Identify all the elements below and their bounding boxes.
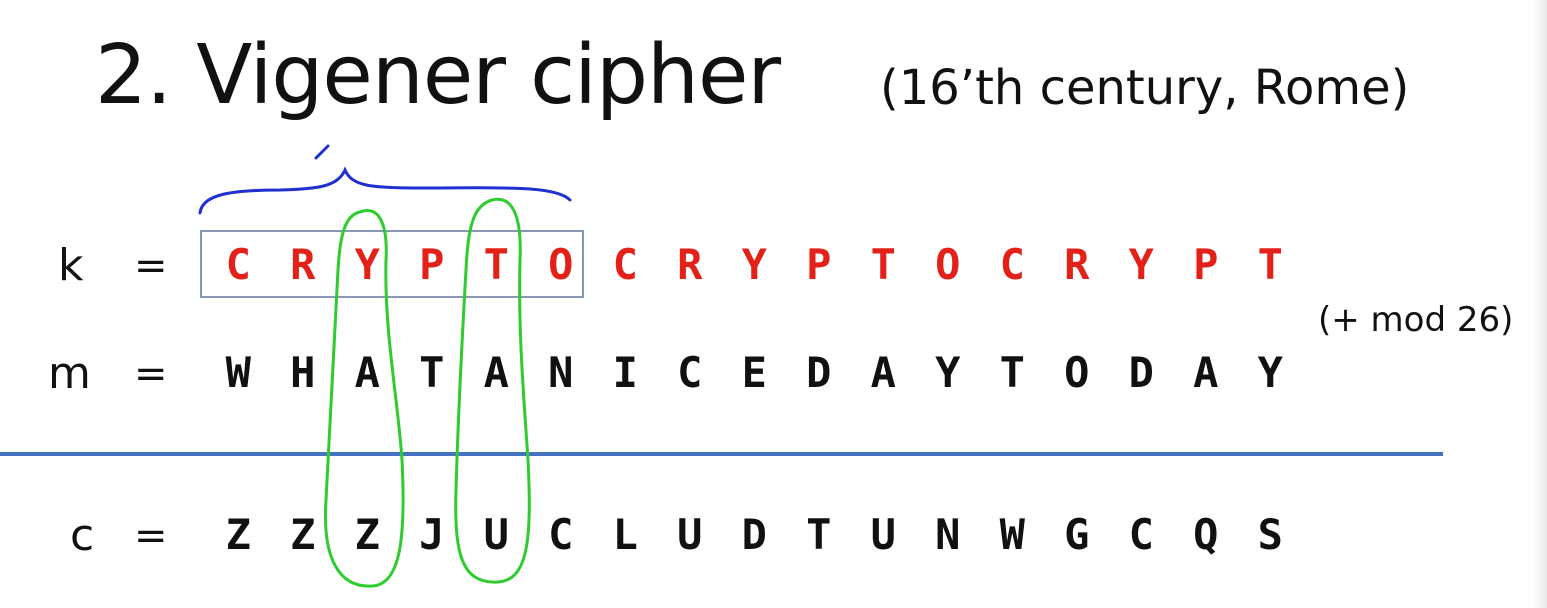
message-letter: W	[225, 348, 251, 397]
message-letter: O	[1064, 348, 1090, 397]
cipher-letter: D	[741, 510, 767, 559]
message-letter: E	[741, 348, 767, 397]
cipher-letter: C	[1128, 510, 1154, 559]
column-5-highlight-loop	[454, 197, 531, 584]
slide-subtitle: (16’th century, Rome)	[880, 60, 1410, 116]
key-letter: R	[290, 240, 316, 289]
message-letter: A	[483, 348, 509, 397]
cipher-letter: Z	[225, 510, 251, 559]
key-period-brace	[198, 166, 572, 215]
key-letter: T	[1257, 240, 1283, 289]
key-letter: Y	[741, 240, 767, 289]
cipher-letter: Q	[1193, 510, 1219, 559]
message-letter: A	[1193, 348, 1219, 397]
key-letter: Y	[354, 240, 380, 289]
cipher-letter: L	[612, 510, 638, 559]
cipher-letter: U	[870, 510, 896, 559]
key-label: k	[58, 240, 84, 291]
slide-title: 2. Vigener cipher	[95, 28, 781, 123]
cipher-letter: Z	[354, 510, 380, 559]
mod-note: (+ mod 26)	[1318, 300, 1514, 340]
message-letter: Y	[935, 348, 961, 397]
cipher-letter: S	[1257, 510, 1283, 559]
cipher-letter: Z	[290, 510, 316, 559]
key-letter: P	[1193, 240, 1219, 289]
cipher-letter: U	[677, 510, 703, 559]
cipher-letter: U	[483, 510, 509, 559]
cipher-letter: G	[1064, 510, 1090, 559]
cipher-letter: C	[548, 510, 574, 559]
message-letter: N	[548, 348, 574, 397]
divider-line	[0, 452, 1443, 456]
key-letter: Y	[1128, 240, 1154, 289]
key-letter: R	[1064, 240, 1090, 289]
right-edge-shadow	[1533, 0, 1547, 608]
ciphertext-equals: =	[134, 513, 168, 559]
message-label: m	[48, 348, 91, 399]
key-letter: T	[870, 240, 896, 289]
message-letter: Y	[1257, 348, 1283, 397]
key-letter: P	[806, 240, 832, 289]
ciphertext-label: c	[70, 510, 95, 561]
message-letter: H	[290, 348, 316, 397]
key-letter: C	[612, 240, 638, 289]
key-period-box	[200, 230, 584, 298]
message-letter: A	[354, 348, 380, 397]
cipher-letter: T	[806, 510, 832, 559]
message-letter: A	[870, 348, 896, 397]
message-letter: D	[1128, 348, 1154, 397]
key-letter: R	[677, 240, 703, 289]
cipher-letter: J	[419, 510, 445, 559]
key-letter: C	[999, 240, 1025, 289]
key-letter: T	[483, 240, 509, 289]
key-letter: O	[935, 240, 961, 289]
message-letter: I	[612, 348, 638, 397]
key-equals: =	[134, 243, 168, 289]
message-letter: T	[419, 348, 445, 397]
column-3-highlight-loop	[323, 209, 405, 588]
key-letter: O	[548, 240, 574, 289]
message-letter: C	[677, 348, 703, 397]
brace-tick-mark	[314, 144, 330, 160]
message-letter: D	[806, 348, 832, 397]
key-letter: P	[419, 240, 445, 289]
key-letter: C	[225, 240, 251, 289]
message-letter: T	[999, 348, 1025, 397]
cipher-letter: W	[999, 510, 1025, 559]
cipher-letter: N	[935, 510, 961, 559]
message-equals: =	[134, 351, 168, 397]
